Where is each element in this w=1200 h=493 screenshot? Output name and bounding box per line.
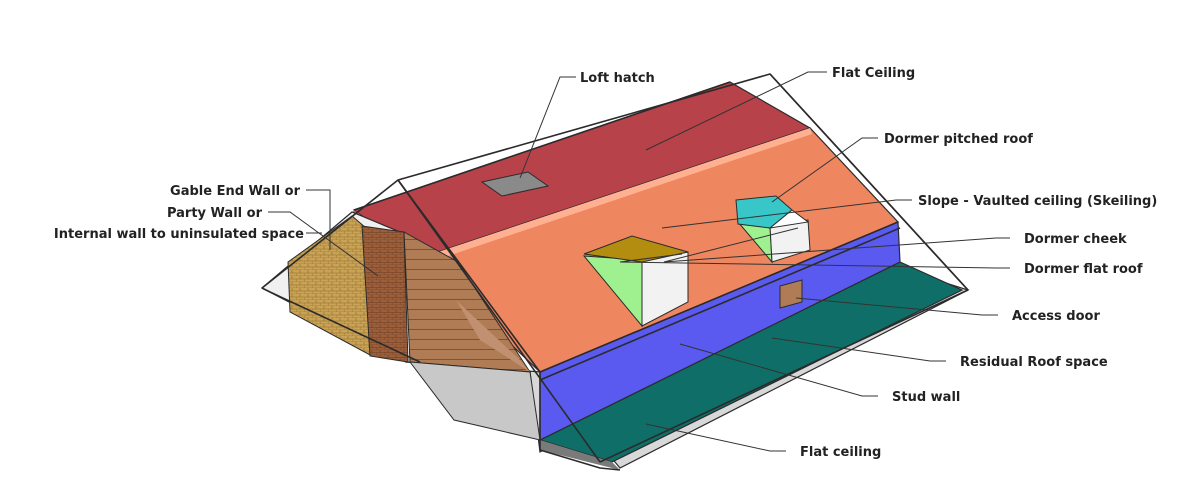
access-door <box>779 279 803 309</box>
label-slope-vaulted: Slope - Vaulted ceiling (Skeiling) <box>918 194 1157 209</box>
label-gable-line1: Gable End Wall or <box>170 184 301 199</box>
label-residual-roof-space: Residual Roof space <box>960 355 1108 370</box>
label-access-door: Access door <box>1012 309 1100 324</box>
label-flat-ceiling-top: Flat Ceiling <box>832 66 915 81</box>
gable-floor-opening <box>408 361 541 441</box>
slope-edge-strip <box>420 128 812 264</box>
label-dormer-cheek: Dormer cheek <box>1024 232 1127 247</box>
party-wall-brick <box>361 225 409 363</box>
leader-lines <box>268 71 1010 452</box>
label-stud-wall: Stud wall <box>892 390 960 405</box>
floor-front-strip <box>540 440 620 470</box>
label-dormer-pitched-roof: Dormer pitched roof <box>884 132 1033 147</box>
label-gable-line2: Party Wall or <box>167 206 263 221</box>
loft-hatch <box>480 171 550 197</box>
boarded-wall-light <box>456 300 530 372</box>
label-gable-line3: Internal wall to uninsulated space <box>54 227 304 242</box>
label-dormer-flat-roof: Dormer flat roof <box>1024 262 1143 277</box>
dormer-1-flat-roof <box>583 235 689 263</box>
dormer-2-pitch-gable <box>768 209 810 229</box>
label-loft-hatch: Loft hatch <box>580 71 655 86</box>
label-flat-ceiling-bottom: Flat ceiling <box>800 445 881 460</box>
